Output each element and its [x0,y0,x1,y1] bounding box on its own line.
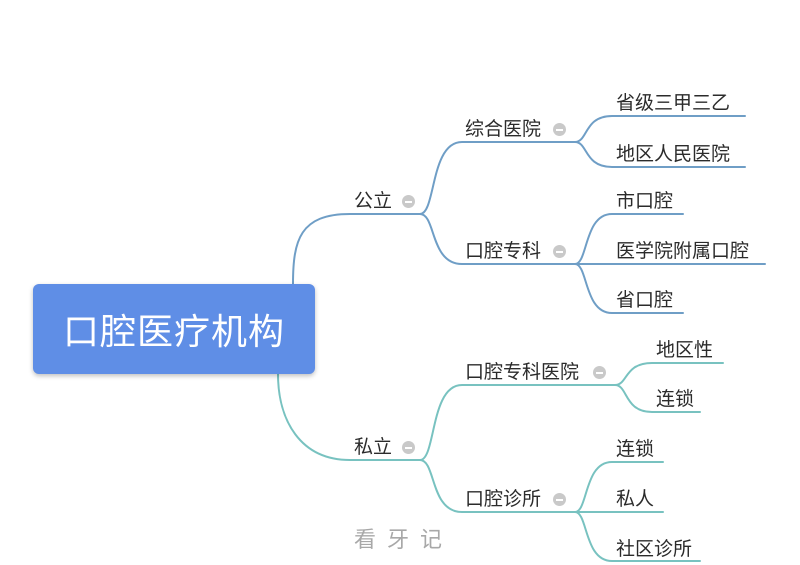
collapse-toggle-icon[interactable] [553,493,566,506]
root-label: 口腔医疗机构 [62,312,285,353]
connector-root-public [292,213,421,285]
leaf-private-person[interactable]: 私人 [616,488,655,510]
collapse-toggle-icon[interactable] [593,366,606,379]
connector-leaf-city-dental [574,213,684,265]
connector-public-dental-specialty [419,213,576,265]
leaf-regional[interactable]: 地区性 [656,339,714,361]
branch-private-label[interactable]: 私立 [354,436,393,458]
leaf-regional-people-hospital[interactable]: 地区人民医院 [616,143,731,165]
leaf-chain[interactable]: 连锁 [616,438,655,460]
connector-leaf-chain-a [614,384,701,413]
connector-leaf-community [574,511,701,562]
connector-private-clinic [419,459,576,513]
connector-leaf-regional-people [574,141,746,168]
connector-leaf-regional [614,362,724,386]
node-dental-clinic[interactable]: 口腔诊所 [465,488,542,510]
connector-public-general-hospital [419,141,576,215]
collapse-toggle-icon[interactable] [402,195,415,208]
leaf-chain[interactable]: 连锁 [656,388,695,410]
collapse-toggle-icon[interactable] [553,123,566,136]
leaf-provincial-dental[interactable]: 省口腔 [616,289,674,311]
connector-private-dental-hospital [419,384,616,461]
leaf-city-dental[interactable]: 市口腔 [616,190,674,212]
leaf-provincial-grade[interactable]: 省级三甲三乙 [616,92,731,114]
connector-leaf-chain-b [574,461,664,513]
connector-root-private [277,373,421,461]
connector-leaf-provincial-dental [574,263,684,314]
node-dental-specialty[interactable]: 口腔专科 [465,240,542,262]
collapse-toggle-icon[interactable] [553,245,566,258]
leaf-community-clinic[interactable]: 社区诊所 [616,538,693,560]
node-dental-hospital[interactable]: 口腔专科医院 [465,361,580,383]
collapse-toggle-icon[interactable] [402,441,415,454]
watermark: 看牙记 [354,528,454,553]
root-node[interactable]: 口腔医疗机构 [33,284,315,374]
connector-leaf-provincial [574,115,746,143]
node-general-hospital[interactable]: 综合医院 [465,118,542,140]
leaf-medical-school-dental[interactable]: 医学院附属口腔 [616,240,750,262]
branch-public-label[interactable]: 公立 [354,190,393,212]
